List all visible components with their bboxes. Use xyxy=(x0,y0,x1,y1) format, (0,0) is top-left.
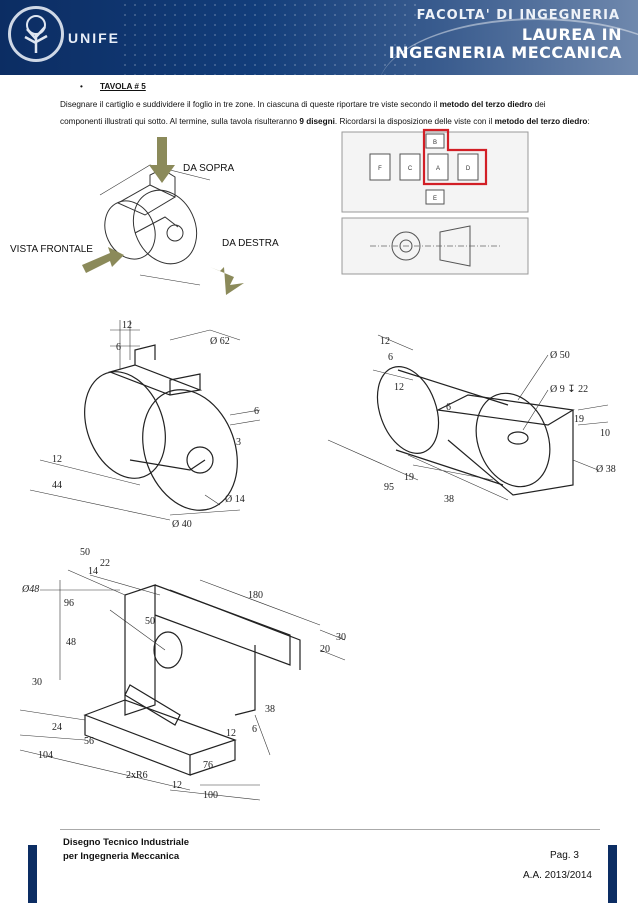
page-number: Pag. 3 xyxy=(550,850,579,861)
tree-icon xyxy=(24,15,48,53)
p3-dim-76: 76 xyxy=(203,760,213,771)
task-text-3: . Ricordarsi la disposizione delle viste… xyxy=(334,117,495,126)
p1-dim-d62: Ø 62 xyxy=(210,336,230,347)
header-curve xyxy=(378,18,638,75)
highlight-outline xyxy=(422,128,488,186)
p2-dim-6b: 6 xyxy=(446,402,451,413)
p2-dim-d38: Ø 38 xyxy=(596,464,616,475)
p1-dim-d40: Ø 40 xyxy=(172,519,192,530)
p2-dim-d50: Ø 50 xyxy=(550,350,570,361)
p3-dim-30b: 30 xyxy=(32,677,42,688)
p2-dim-38: 38 xyxy=(444,494,454,505)
p1-dim-6: 6 xyxy=(116,342,121,353)
part-3-drawing: 50 22 14 Ø48 96 48 50 180 30 20 30 24 56… xyxy=(19,547,346,801)
footer-bar-right xyxy=(608,845,617,903)
label-from-above: DA SOPRA xyxy=(183,163,235,174)
p3-dim-20: 20 xyxy=(320,644,330,655)
view-letter-b: B xyxy=(433,140,437,146)
task-paragraph: Disegnare il cartiglio e suddividere il … xyxy=(60,96,590,130)
p3-dim-56: 56 xyxy=(84,736,94,747)
header-pattern xyxy=(120,0,420,75)
task-bold-3: metodo del terzo diedro xyxy=(494,117,588,126)
p3-dim-100: 100 xyxy=(203,790,218,801)
p1-dim-44: 44 xyxy=(52,480,62,491)
logo-text: UNIFE xyxy=(68,30,120,46)
p3-dim-50: 50 xyxy=(80,547,90,558)
third-angle-layout: B F C A D E xyxy=(341,128,529,275)
p1-dim-d14: Ø 14 xyxy=(225,494,245,505)
p3-dim-50b: 50 xyxy=(145,616,155,627)
task-bold-1: metodo del terzo diedro xyxy=(439,100,533,109)
example-iso-drawing xyxy=(82,137,244,295)
view-letter-a: A xyxy=(436,166,440,172)
label-from-right: DA DESTRA xyxy=(222,238,279,249)
task-text-1: Disegnare il cartiglio e suddividere il … xyxy=(60,100,440,109)
p1-dim-3: 3 xyxy=(236,437,241,448)
p1-dim-12b: 12 xyxy=(52,454,62,465)
university-logo xyxy=(8,6,64,62)
p3-dim-96: 96 xyxy=(64,598,74,609)
course-line-1: Disegno Tecnico Industriale xyxy=(63,837,189,848)
p3-dim-6: 6 xyxy=(252,724,257,735)
p3-dim-180: 180 xyxy=(248,590,263,601)
footer-divider xyxy=(60,829,600,830)
p3-dim-14: 14 xyxy=(88,566,98,577)
p2-dim-12: 12 xyxy=(380,336,390,347)
faculty-title: FACOLTA' DI INGEGNERIA xyxy=(416,8,620,23)
view-letter-c: C xyxy=(408,166,413,172)
label-front-view: VISTA FRONTALE xyxy=(10,244,93,255)
p3-dim-d48: Ø48 xyxy=(21,584,39,595)
p3-dim-104: 104 xyxy=(38,750,53,761)
view-letter-f: F xyxy=(378,166,382,172)
p3-dim-30: 30 xyxy=(336,632,346,643)
task-title: TAVOLA # 5 xyxy=(100,82,146,91)
course-line-2: per Ingegneria Meccanica xyxy=(63,851,180,862)
bullet: • xyxy=(80,82,83,91)
p2-dim-19: 19 xyxy=(574,414,584,425)
view-letter-d: D xyxy=(466,166,471,172)
p3-dim-12b: 12 xyxy=(172,780,182,791)
task-text-2: dei componenti illustrati qui sotto. Al … xyxy=(60,100,546,126)
p2-dim-19b: 19 xyxy=(404,472,414,483)
p1-dim-12: 12 xyxy=(122,320,132,331)
view-letter-e: E xyxy=(433,196,437,202)
task-bold-2: 9 disegni xyxy=(299,117,335,126)
degree-line-2: INGEGNERIA MECCANICA xyxy=(388,43,622,62)
p2-dim-10: 10 xyxy=(600,428,610,439)
part-2-drawing: 12 6 12 6 Ø 50 Ø 9 ↧ 22 19 10 Ø 38 95 19… xyxy=(327,334,616,505)
p3-dim-48: 48 xyxy=(66,637,76,648)
degree-line-1: LAUREA IN xyxy=(521,25,622,44)
part-1-drawing: 12 6 Ø 62 6 3 12 44 Ø 14 Ø 40 xyxy=(29,320,261,530)
p2-dim-6: 6 xyxy=(388,352,393,363)
academic-year: A.A. 2013/2014 xyxy=(523,870,592,881)
p3-dim-24: 24 xyxy=(52,722,62,733)
p2-dim-95: 95 xyxy=(384,482,394,493)
p3-dim-2xr6: 2xR6 xyxy=(126,770,148,781)
course-name: Disegno Tecnico Industriale per Ingegner… xyxy=(63,836,189,864)
p3-dim-38: 38 xyxy=(265,704,275,715)
footer-bar-left xyxy=(28,845,37,903)
p3-dim-22: 22 xyxy=(100,558,110,569)
p2-dim-12b: 12 xyxy=(394,382,404,393)
task-text-4: : xyxy=(587,117,590,126)
p3-dim-12: 12 xyxy=(226,728,236,739)
page-header: UNIFE FACOLTA' DI INGEGNERIA LAUREA IN I… xyxy=(0,0,638,75)
p1-dim-6b: 6 xyxy=(254,406,259,417)
degree-title: LAUREA IN INGEGNERIA MECCANICA xyxy=(389,26,622,62)
p2-dim-d9: Ø 9 ↧ 22 xyxy=(550,384,588,395)
